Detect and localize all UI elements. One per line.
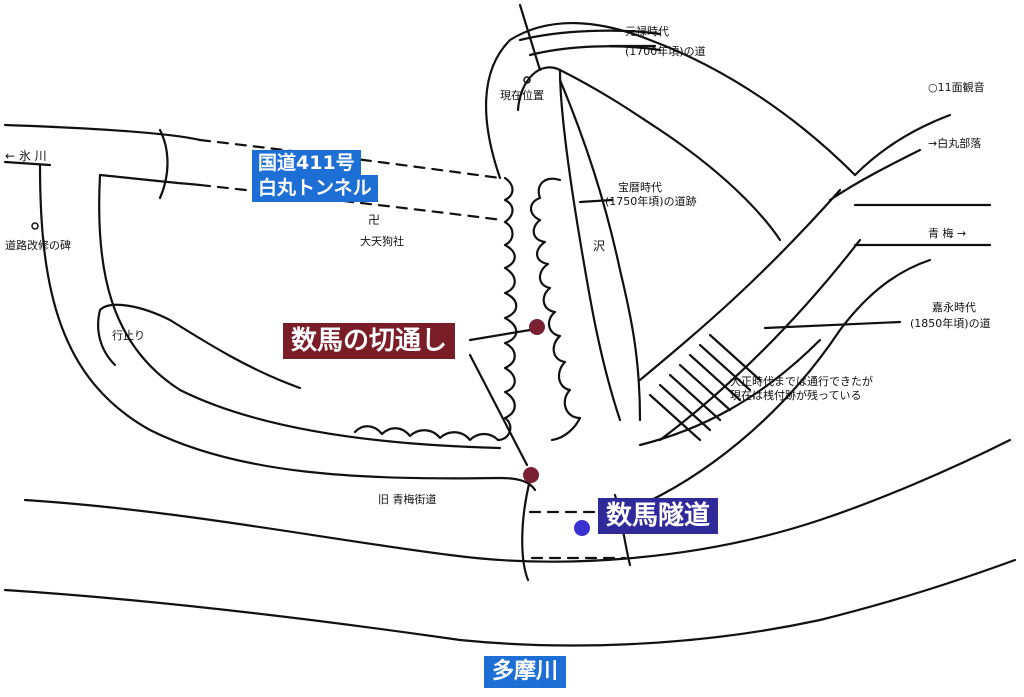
arrow-kaei bbox=[763, 320, 902, 330]
creek-left bbox=[558, 68, 622, 422]
kaei-road-upper bbox=[638, 188, 842, 382]
label-hoei-year: (1750年頃)の道跡 bbox=[605, 195, 697, 208]
label-kaei-year: (1850年頃)の道 bbox=[910, 317, 991, 330]
callout-route-411-line2: 白丸トンネル bbox=[252, 175, 378, 202]
road-repair-monument-mark bbox=[31, 222, 39, 230]
current-position-mark bbox=[523, 76, 531, 84]
label-genroku-year: (1700年頃)の道 bbox=[625, 45, 706, 58]
kaei-trestle bbox=[648, 333, 762, 442]
arrow-kiridoshi-2 bbox=[468, 353, 529, 467]
cliff-scallops-inner bbox=[529, 177, 582, 442]
label-dead-end: 行止り bbox=[112, 329, 145, 342]
kaei-road-lower bbox=[658, 238, 862, 442]
route-411-south-edge bbox=[3, 160, 202, 187]
label-sawa: 沢 bbox=[593, 239, 606, 253]
label-taisho-note-1: 大正時代までは通行できたが bbox=[730, 375, 873, 388]
label-genroku-era: 元禄時代 bbox=[625, 25, 669, 38]
label-shrine-mark: 卍 bbox=[368, 213, 381, 227]
route-411-north-edge bbox=[3, 123, 202, 142]
label-juichimen-kannon: ○11面観音 bbox=[928, 81, 985, 94]
genroku-road-upper bbox=[518, 29, 662, 42]
label-current-position: 現在位置 bbox=[500, 89, 544, 102]
label-old-ome-kaido: 旧 青梅街道 bbox=[378, 493, 437, 506]
dead-end-branch bbox=[97, 303, 302, 390]
tunnel-dashed-upper bbox=[198, 138, 502, 180]
tunnel-dashed-lower bbox=[198, 183, 504, 222]
label-kaei-era: 嘉永時代 bbox=[932, 301, 976, 314]
arrow-hoei bbox=[578, 198, 614, 204]
kiridoshi-dot-upper bbox=[529, 319, 545, 335]
label-dai-tengu-shrine: 大天狗社 bbox=[360, 235, 404, 248]
ridge-outer bbox=[484, 21, 857, 180]
ridge-inner bbox=[516, 66, 782, 242]
label-taisho-note-2: 現在は桟付跡が残っている bbox=[730, 389, 862, 402]
label-hoei-era: 宝暦時代 bbox=[618, 181, 662, 194]
callout-route-411-line1: 国道411号 bbox=[252, 150, 361, 177]
right-valley-inner bbox=[638, 338, 822, 447]
right-valley-edge bbox=[628, 258, 932, 512]
genroku-road-lower bbox=[528, 45, 662, 57]
arrow-kiridoshi-1 bbox=[468, 328, 532, 342]
cliff-scallops-bottom bbox=[353, 425, 500, 442]
shiromaru-road-lower bbox=[828, 148, 922, 202]
label-hikawa: ← 氷 川 bbox=[5, 149, 47, 163]
kiridoshi-dot-lower bbox=[523, 467, 539, 483]
kaido-inner-curve bbox=[98, 173, 502, 450]
tunnel-mark bbox=[158, 128, 169, 200]
creek-right bbox=[558, 78, 642, 422]
callout-tama-river: 多摩川 bbox=[484, 656, 567, 688]
tunnel-left-wall bbox=[521, 478, 532, 582]
zuido-dot bbox=[574, 520, 590, 536]
callout-kazuma-tunnel: 数馬隧道 bbox=[598, 498, 719, 534]
label-road-repair-monument: 道路改修の碑 bbox=[5, 239, 71, 252]
label-shiromaru-village: →白丸部落 bbox=[928, 137, 982, 150]
tama-river-south-bank bbox=[3, 558, 1017, 647]
shiromaru-road-upper bbox=[853, 113, 952, 177]
cliff-scallops-left bbox=[496, 176, 518, 442]
label-ome: 青 梅 → bbox=[928, 227, 967, 240]
callout-kazuma-kiridoshi: 数馬の切通し bbox=[283, 323, 456, 359]
tama-river-north-bank bbox=[23, 438, 1012, 563]
kaido-outer-curve bbox=[38, 163, 537, 492]
